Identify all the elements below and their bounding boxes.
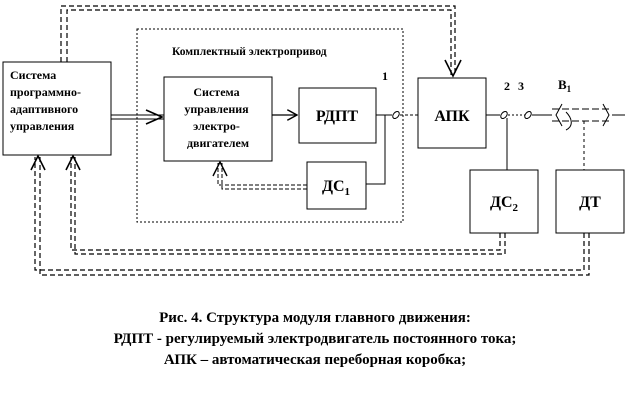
ds2-label: ДС2 — [490, 194, 519, 214]
spindle-end-mark — [555, 103, 563, 127]
ds2-feedback-line — [74, 157, 506, 255]
ds2-feedback-line — [70, 157, 501, 251]
motor-control-label: Система управления электро- двигателем — [184, 85, 251, 150]
point-2-label: 2 — [504, 79, 510, 93]
spindle-end-mark — [602, 103, 610, 127]
arrow-to-apk — [444, 59, 462, 78]
dt-feedback-line — [34, 157, 585, 271]
coupling-3 — [524, 111, 532, 119]
arrow-to-program-system — [30, 154, 46, 171]
arrow-to-program-system — [65, 154, 81, 171]
rdpt-label: РДПТ — [316, 108, 359, 125]
rdpt-block — [298, 87, 377, 144]
ds1-tap-line — [366, 115, 386, 185]
control-bus-top — [66, 9, 452, 76]
ds1-label: ДС1 — [322, 178, 350, 198]
ds2-block — [469, 169, 539, 234]
ds1-feedback-line — [217, 163, 307, 186]
arrow-to-motor-control — [145, 109, 164, 125]
figure-caption-line-1: Рис. 4. Структура модуля главного движен… — [159, 310, 471, 326]
program-system-block — [2, 61, 112, 156]
rotation-arrow — [565, 111, 572, 131]
coupling-1 — [392, 111, 400, 119]
apk-label: АПК — [434, 108, 470, 125]
shaft-b1-label: B1 — [558, 77, 572, 94]
drive-group-boundary — [136, 28, 404, 223]
dt-label: ДТ — [579, 194, 601, 211]
point-1-label: 1 — [382, 69, 388, 83]
control-bus-top — [60, 5, 456, 76]
ds1-feedback-line — [221, 163, 307, 190]
motor-control-block — [163, 76, 273, 162]
apk-block — [417, 77, 487, 149]
figure-caption-line-3: АПК – автоматическая переборная коробка; — [163, 352, 467, 368]
point-3-label: 3 — [518, 79, 524, 93]
dt-block — [555, 169, 625, 234]
program-system-label: Система программно- адаптивного управлен… — [10, 68, 84, 133]
coupling-2 — [500, 111, 508, 119]
drive-group-title: Комплектный электропривод — [172, 46, 327, 58]
dt-feedback-line — [39, 157, 590, 276]
figure-caption-line-2: РДПТ - регулируемый электродвигатель пос… — [113, 331, 517, 347]
arrow-to-motor-control-up — [212, 160, 228, 177]
